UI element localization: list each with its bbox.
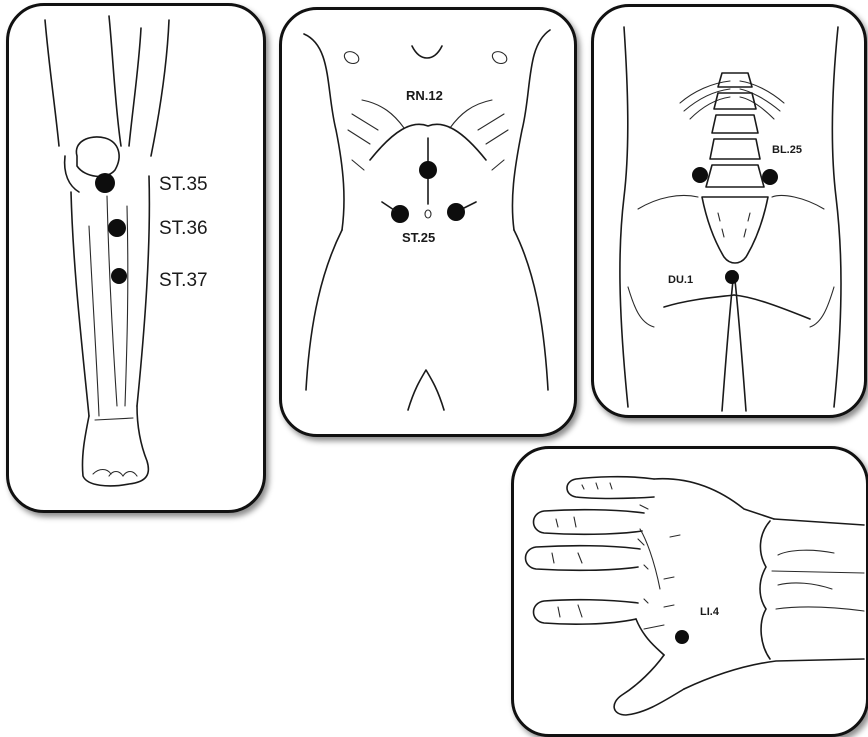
label-li4: LI.4: [700, 606, 720, 618]
li4-point: [675, 630, 689, 644]
abdomen-panel: RN.12 ST.25: [279, 7, 577, 437]
hand-panel: LI.4: [511, 446, 868, 737]
label-rn12: RN.12: [406, 88, 443, 103]
label-st36: ST.36: [159, 218, 208, 239]
st25-left-point: [391, 205, 409, 223]
bl25-right-point: [762, 169, 778, 185]
du1-point: [725, 270, 739, 284]
hand-illustration: LI.4: [514, 449, 866, 734]
label-st35: ST.35: [159, 174, 208, 195]
bl25-left-point: [692, 167, 708, 183]
st25-right-point: [447, 203, 465, 221]
leg-panel: ST.35 ST.36 ST.37: [6, 3, 266, 513]
leg-illustration: ST.35 ST.36 ST.37: [9, 6, 263, 510]
rn12-point: [419, 161, 437, 179]
back-illustration: BL.25 DU.1: [594, 7, 864, 415]
back-panel: BL.25 DU.1: [591, 4, 867, 418]
abdomen-illustration: RN.12 ST.25: [282, 10, 574, 434]
label-st25: ST.25: [402, 230, 435, 245]
label-du1: DU.1: [668, 274, 693, 286]
st36-point: [108, 219, 126, 237]
label-bl25: BL.25: [772, 144, 802, 156]
label-st37: ST.37: [159, 270, 208, 291]
st37-point: [111, 268, 127, 284]
st35-point: [95, 173, 115, 193]
